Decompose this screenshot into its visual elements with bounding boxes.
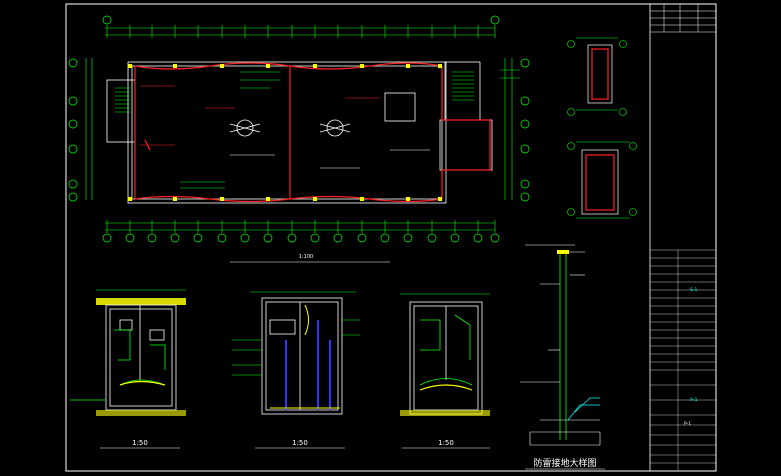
column [220, 64, 224, 68]
column [173, 64, 177, 68]
detail-2: 1:50 [232, 291, 360, 449]
top-dimension-line [105, 27, 495, 36]
column [360, 197, 364, 201]
lightning-grounding-detail: 防雷接地大样图 [520, 244, 605, 470]
axis-bubble [147, 233, 157, 243]
axis-bubble [240, 233, 250, 243]
bottom-axis-ticks [106, 220, 496, 233]
plan-title: 1:100 [230, 254, 390, 263]
axis-bubble [193, 233, 203, 243]
column [438, 197, 442, 201]
plan-scale-label: 1:100 [299, 254, 313, 260]
axis-bubble [333, 233, 343, 243]
roof-detail-bottom [567, 141, 637, 219]
title-block-note-1: S-1 [690, 287, 697, 293]
axis-bubble [380, 233, 390, 243]
column [128, 64, 132, 68]
detail-1: 1:50 [70, 289, 186, 449]
structural-columns [128, 64, 442, 201]
detail-3: 1:50 [400, 293, 490, 449]
axis-bubble [403, 233, 413, 243]
axis-bubble [263, 233, 273, 243]
column [173, 197, 177, 201]
title-block-note-2: A-1 [690, 397, 698, 403]
white-annotations [230, 149, 430, 169]
axis-bubble [310, 233, 320, 243]
main-floor-plan: 1:100 [68, 15, 530, 263]
equipment-symbols [229, 119, 351, 137]
column [220, 197, 224, 201]
lightning-protection-belt [134, 62, 491, 203]
axis-bubble [450, 233, 460, 243]
roof-detail-top [567, 37, 627, 116]
lightning-grounding-title: 防雷接地大样图 [533, 457, 596, 469]
red-annotations [140, 85, 380, 146]
right-axis-bubbles [520, 58, 530, 202]
bottom-dimension-line [105, 222, 495, 231]
left-axis-bubbles [68, 58, 78, 202]
column [266, 64, 270, 68]
column [360, 64, 364, 68]
axis-bubble [357, 233, 367, 243]
column [128, 197, 132, 201]
axis-bubble [125, 233, 135, 243]
column [313, 197, 317, 201]
left-stair [115, 87, 130, 113]
sheet-frame [65, 3, 717, 472]
column [406, 197, 410, 201]
detail-3-scale: 1:50 [438, 439, 454, 447]
detail-1-scale: 1:50 [132, 439, 148, 447]
axis-bubble [102, 233, 112, 243]
axis-bubble [473, 233, 483, 243]
axis-bubble [217, 233, 227, 243]
column [313, 64, 317, 68]
column [406, 64, 410, 68]
column [438, 64, 442, 68]
axis-bubble [427, 233, 437, 243]
building-walls [106, 61, 493, 204]
axis-bubble [102, 15, 112, 25]
axis-bubble [170, 233, 180, 243]
detail-2-scale: 1:50 [292, 439, 308, 447]
right-stair [452, 71, 474, 101]
top-axis-ticks [106, 25, 496, 38]
top-axis-bubbles [102, 15, 500, 25]
green-annotations [180, 69, 520, 189]
drawing-number: P-1 [684, 421, 691, 427]
title-block: S-1 A-1 P-1 [650, 4, 716, 471]
right-dimension-line [504, 58, 513, 200]
bottom-axis-bubbles [102, 233, 500, 243]
axis-bubble [287, 233, 297, 243]
left-dimension-line [85, 58, 93, 200]
axis-bubble [490, 15, 500, 25]
axis-bubble [490, 233, 500, 243]
column [266, 197, 270, 201]
